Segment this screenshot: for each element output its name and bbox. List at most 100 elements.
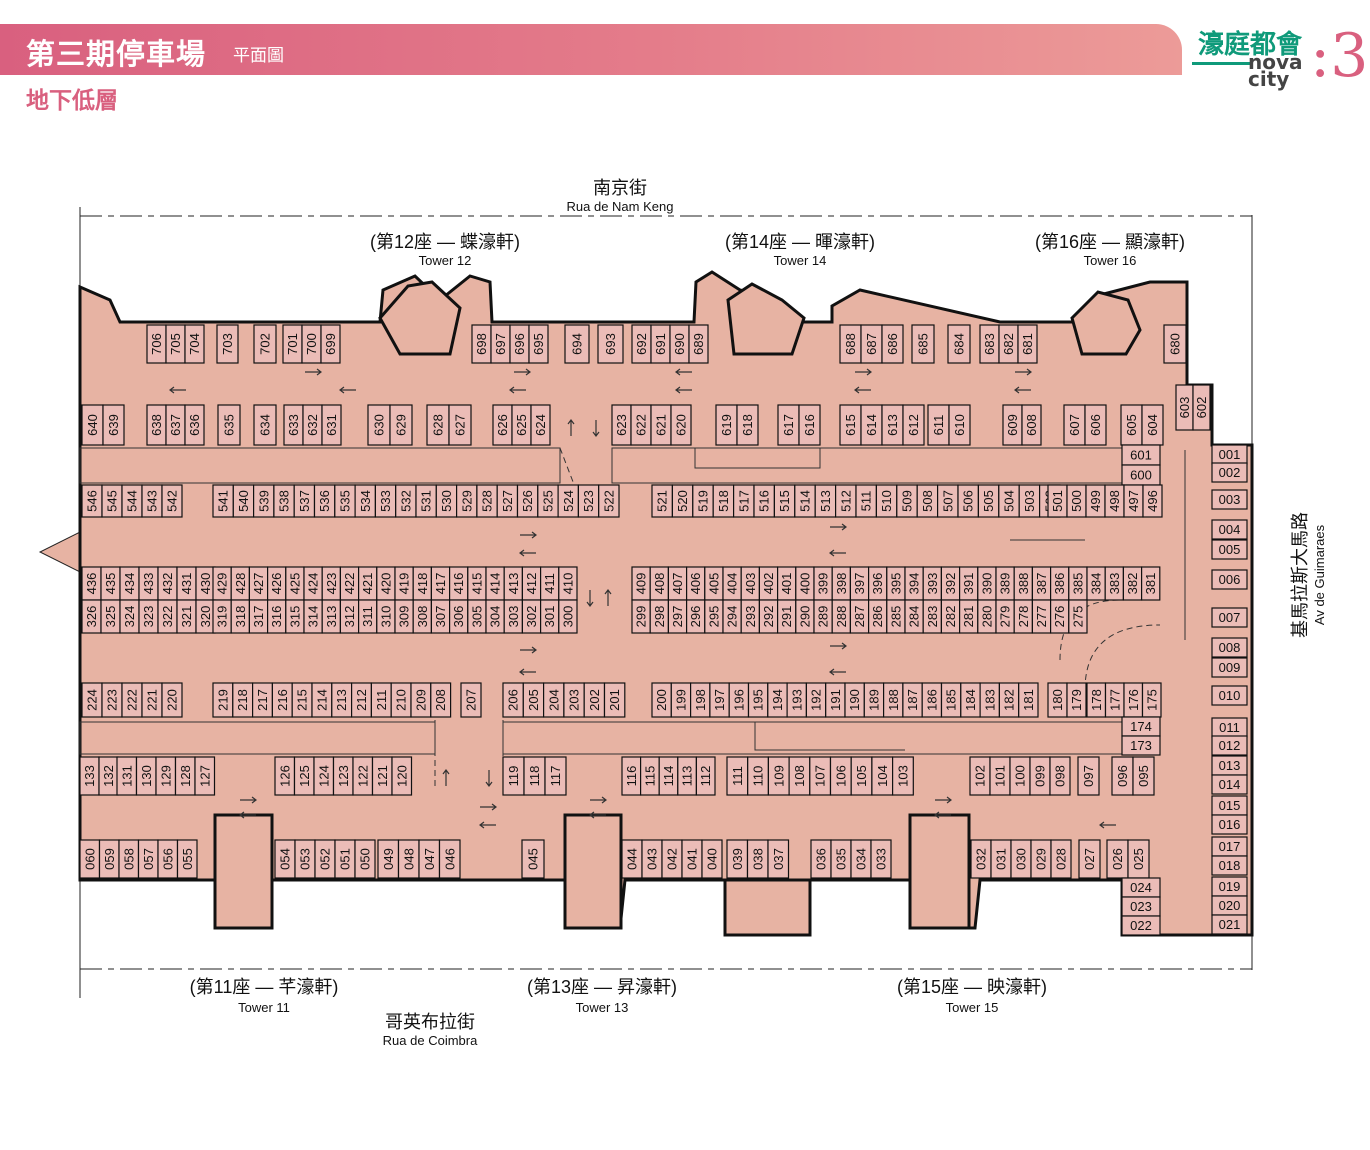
parking-space-label-200: 200 xyxy=(654,689,669,711)
parking-space-022 xyxy=(1121,915,1161,936)
logo-english-line-2: city xyxy=(1248,67,1290,91)
parking-space-label-125: 125 xyxy=(297,765,312,787)
parking-space-label-685: 685 xyxy=(916,333,931,355)
parking-space-694 xyxy=(564,324,590,364)
parking-space-636 xyxy=(184,404,205,446)
parking-space-label-289: 289 xyxy=(816,606,831,628)
parking-space-label-613: 613 xyxy=(885,414,900,436)
parking-space-label-534: 534 xyxy=(358,490,373,512)
parking-space-label-530: 530 xyxy=(439,490,454,512)
parking-space-label-040: 040 xyxy=(705,848,720,870)
parking-space-616 xyxy=(798,404,821,446)
parking-space-label-020: 020 xyxy=(1219,898,1241,913)
parking-space-label-292: 292 xyxy=(761,606,776,628)
parking-space-207 xyxy=(460,682,482,718)
parking-space-label-003: 003 xyxy=(1219,492,1241,507)
parking-space-label-326: 326 xyxy=(84,606,99,628)
parking-space-label-635: 635 xyxy=(222,414,237,436)
parking-space-label-418: 418 xyxy=(415,573,430,595)
parking-space-label-212: 212 xyxy=(354,689,369,711)
parking-space-label-189: 189 xyxy=(866,689,881,711)
parking-space-label-311: 311 xyxy=(360,606,375,627)
parking-space-label-193: 193 xyxy=(789,689,804,711)
parking-space-021 xyxy=(1211,914,1248,935)
parking-space-label-317: 317 xyxy=(251,606,266,628)
parking-space-label-027: 027 xyxy=(1082,848,1097,870)
parking-space-label-300: 300 xyxy=(560,606,575,628)
parking-space-label-702: 702 xyxy=(258,333,273,355)
tower-15-cn: (第15座 — 映濠軒) xyxy=(897,977,1047,997)
parking-space-label-112: 112 xyxy=(698,766,713,787)
parking-space-040 xyxy=(701,839,723,879)
tower-16-en: Tower 16 xyxy=(1084,253,1137,268)
parking-space-label-611: 611 xyxy=(931,415,946,436)
parking-space-631 xyxy=(321,404,342,446)
parking-space-label-131: 131 xyxy=(119,765,134,787)
parking-space-label-323: 323 xyxy=(141,606,156,628)
parking-space-label-503: 503 xyxy=(1022,490,1037,512)
parking-space-label-634: 634 xyxy=(258,414,273,436)
street-and-tower-labels: 南京街 Rua de Nam Keng 哥英布拉街 Rua de Coimbra… xyxy=(190,178,1327,1048)
parking-space-label-278: 278 xyxy=(1016,606,1031,628)
parking-space-label-615: 615 xyxy=(843,414,858,436)
parking-space-label-199: 199 xyxy=(673,689,688,711)
parking-space-label-059: 059 xyxy=(102,848,117,870)
parking-space-label-183: 183 xyxy=(982,689,997,711)
floor-level-label: 地下低層 xyxy=(26,87,118,114)
parking-space-624 xyxy=(530,404,551,446)
parking-space-label-175: 175 xyxy=(1144,689,1159,711)
parking-space-label-617: 617 xyxy=(781,414,796,436)
parking-space-label-036: 036 xyxy=(814,848,829,870)
parking-space-003 xyxy=(1211,489,1248,510)
parking-space-label-433: 433 xyxy=(141,573,156,595)
core-tower-15 xyxy=(908,813,971,930)
parking-space-label-404: 404 xyxy=(725,573,740,595)
parking-space-label-602: 602 xyxy=(1194,397,1209,419)
parking-space-label-307: 307 xyxy=(433,606,448,628)
parking-space-label-681: 681 xyxy=(1020,333,1035,355)
parking-space-label-420: 420 xyxy=(378,573,393,595)
parking-space-618 xyxy=(736,404,759,446)
parking-space-label-419: 419 xyxy=(397,573,412,595)
parking-space-label-630: 630 xyxy=(372,414,387,436)
parking-space-684 xyxy=(947,324,971,364)
parking-space-634 xyxy=(253,404,277,446)
parking-space-label-216: 216 xyxy=(275,689,290,711)
parking-space-label-205: 205 xyxy=(526,689,541,711)
parking-space-label-117: 117 xyxy=(548,766,563,787)
parking-space-label-605: 605 xyxy=(1124,414,1139,436)
parking-space-label-098: 098 xyxy=(1053,765,1068,787)
parking-space-label-276: 276 xyxy=(1052,606,1067,628)
parking-space-label-397: 397 xyxy=(852,573,867,595)
parking-space-label-303: 303 xyxy=(506,606,521,628)
parking-space-label-693: 693 xyxy=(603,333,618,355)
parking-space-033 xyxy=(870,839,892,879)
parking-space-label-543: 543 xyxy=(145,490,160,512)
parking-space-055 xyxy=(176,839,198,879)
parking-space-label-396: 396 xyxy=(870,573,885,595)
parking-space-label-042: 042 xyxy=(665,848,680,870)
parking-space-label-285: 285 xyxy=(888,606,903,628)
parking-space-label-691: 691 xyxy=(653,333,668,355)
parking-space-label-316: 316 xyxy=(269,606,284,628)
parking-space-label-529: 529 xyxy=(459,490,474,512)
parking-space-704 xyxy=(184,324,205,364)
parking-space-label-511: 511 xyxy=(859,491,874,512)
parking-space-label-043: 043 xyxy=(645,848,660,870)
parking-space-label-506: 506 xyxy=(961,490,976,512)
core-tower-12 xyxy=(378,280,462,356)
parking-space-label-532: 532 xyxy=(398,490,413,512)
parking-space-009 xyxy=(1211,657,1248,678)
parking-space-label-184: 184 xyxy=(963,689,978,711)
parking-space-050 xyxy=(354,839,376,879)
parking-space-label-496: 496 xyxy=(1145,490,1160,512)
parking-space-label-435: 435 xyxy=(103,573,118,595)
parking-space-label-050: 050 xyxy=(358,848,373,870)
parking-space-label-177: 177 xyxy=(1107,689,1122,711)
parking-space-label-030: 030 xyxy=(1014,848,1029,870)
tower-12-en: Tower 12 xyxy=(419,253,472,268)
parking-space-label-698: 698 xyxy=(474,333,489,355)
parking-space-label-387: 387 xyxy=(1034,573,1049,595)
parking-space-label-509: 509 xyxy=(900,490,915,512)
parking-space-label-528: 528 xyxy=(480,490,495,512)
